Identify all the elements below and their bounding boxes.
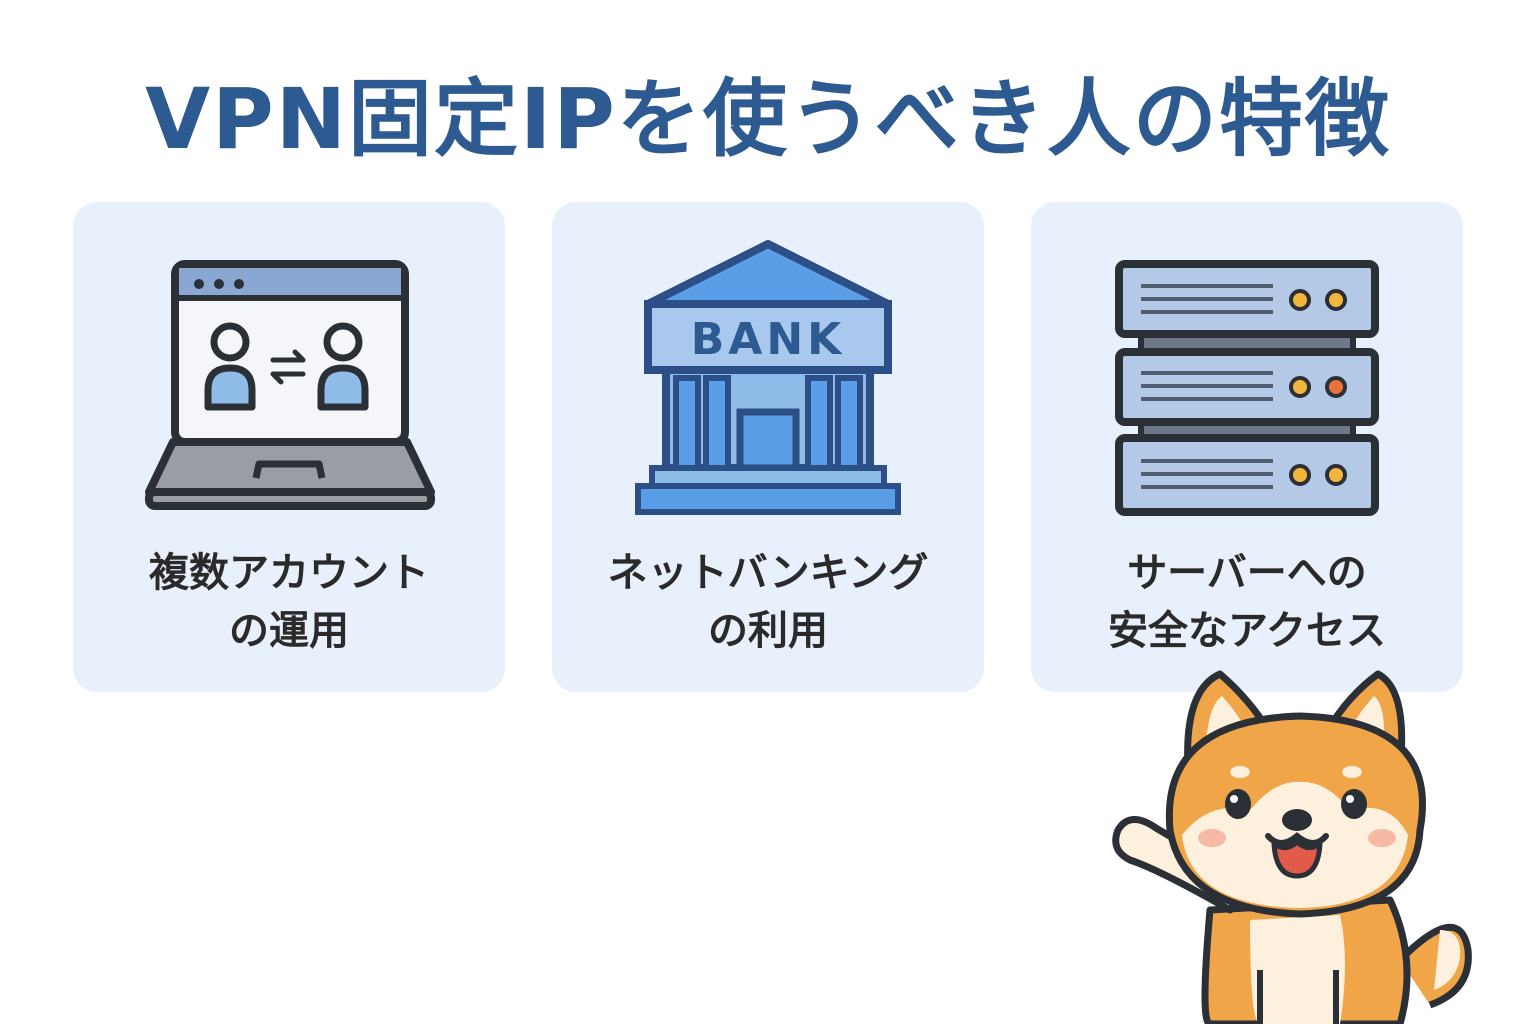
card-label: 複数アカウント の運用 — [149, 550, 429, 654]
laptop-account-switch-icon — [145, 260, 435, 510]
server-rack-icon — [1115, 260, 1379, 516]
shiba-dog-mascot — [1112, 670, 1472, 1024]
card-multiple-accounts: 複数アカウント の運用 — [73, 202, 505, 692]
card-label: サーバーへの 安全なアクセス — [1108, 550, 1386, 654]
page-title: VPN固定IPを使うべき人の特徴 — [145, 70, 1391, 168]
card-server-access: サーバーへの 安全なアクセス — [1031, 202, 1463, 692]
bank-building-icon: BANK — [635, 240, 901, 515]
card-label: ネットバンキング の利用 — [607, 550, 929, 654]
card-net-banking: BANK ネットバンキング の利用 — [552, 202, 984, 692]
bank-sign-text: BANK — [691, 314, 846, 365]
